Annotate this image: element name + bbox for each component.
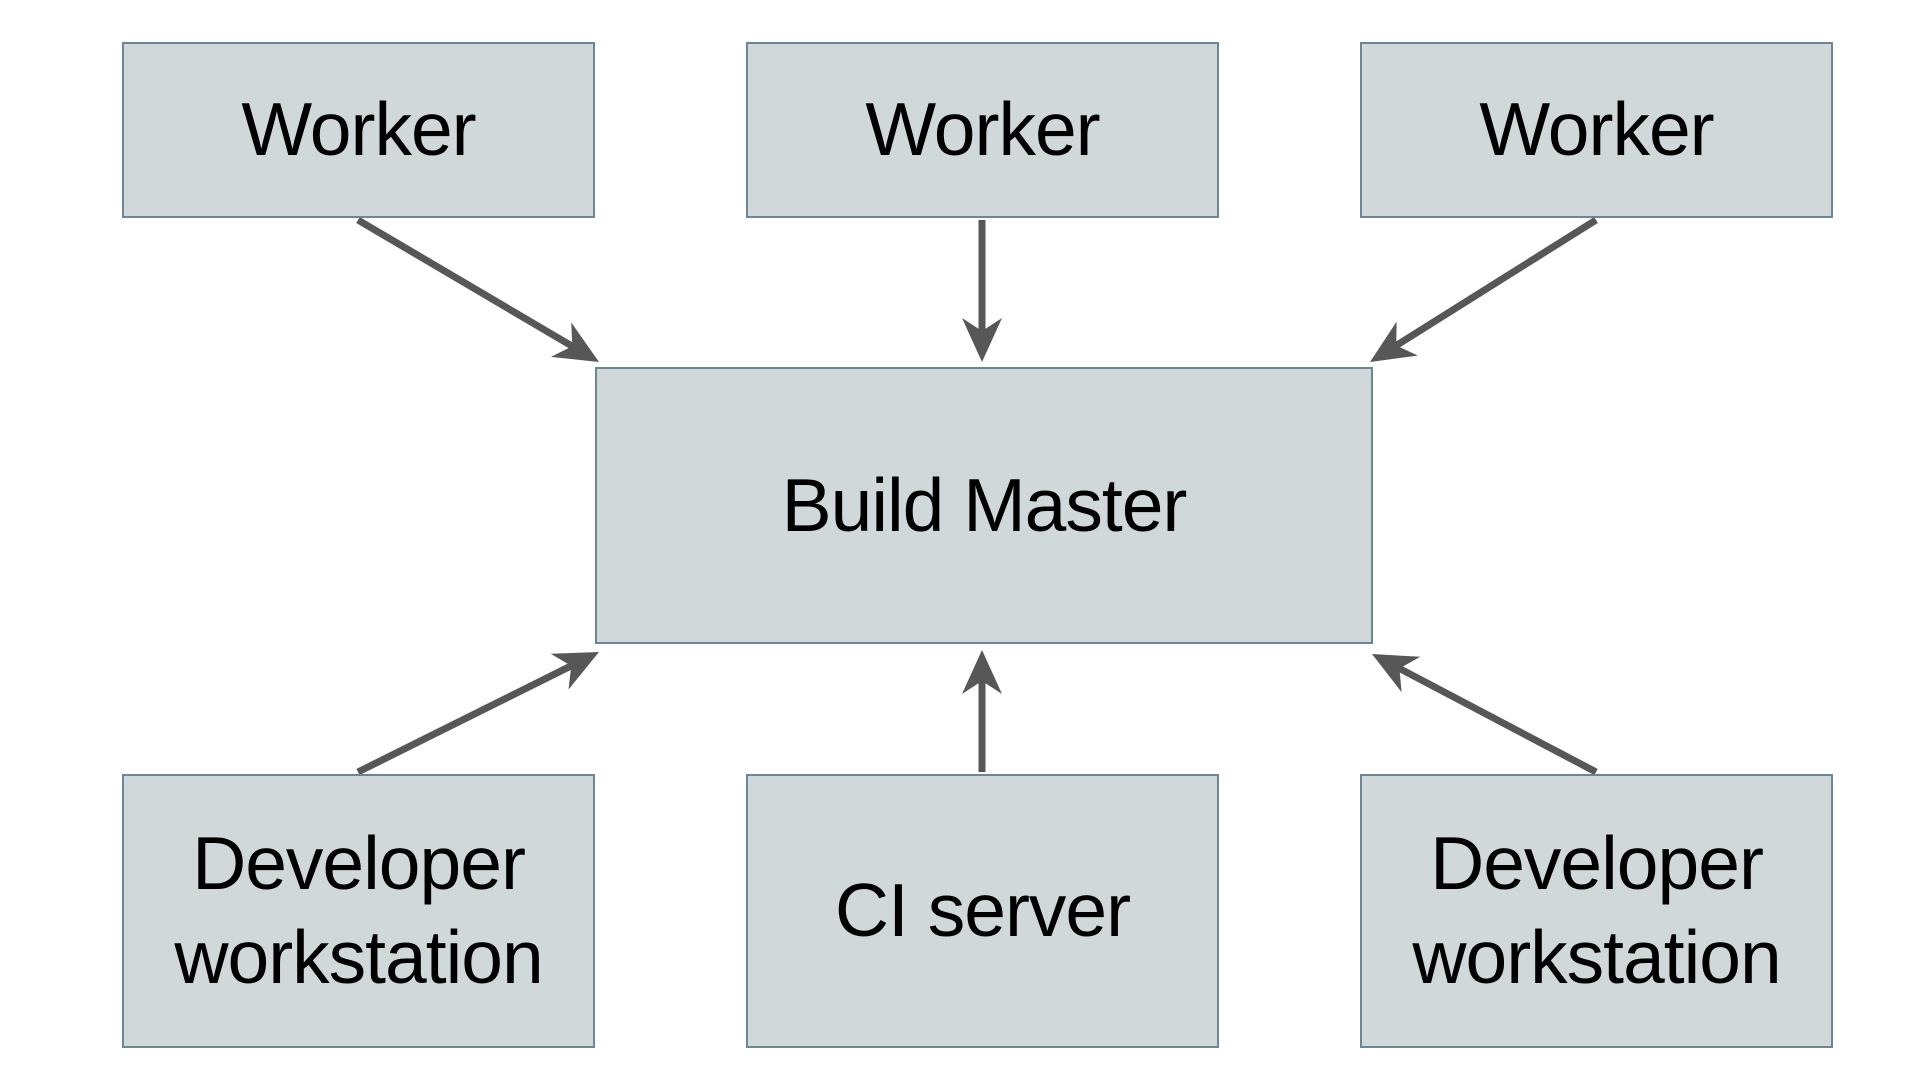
node-label-worker-1: Worker xyxy=(241,87,476,172)
node-developer-workstation-right: Developer workstation xyxy=(1360,774,1833,1048)
node-worker-2: Worker xyxy=(746,42,1219,218)
node-label-developer-workstation-right: Developer workstation xyxy=(1412,821,1781,999)
node-label-build-master: Build Master xyxy=(781,462,1188,547)
node-worker-3: Worker xyxy=(1360,42,1833,218)
node-label-ci-server: CI server xyxy=(834,868,1131,953)
node-label-worker-2: Worker xyxy=(865,87,1100,172)
node-ci-server: CI server xyxy=(746,774,1219,1048)
node-label-worker-3: Worker xyxy=(1479,87,1714,172)
node-label-developer-workstation-left: Developer workstation xyxy=(174,821,543,999)
node-developer-workstation-left: Developer workstation xyxy=(122,774,595,1048)
node-build-master: Build Master xyxy=(595,367,1373,644)
node-worker-1: Worker xyxy=(122,42,595,218)
